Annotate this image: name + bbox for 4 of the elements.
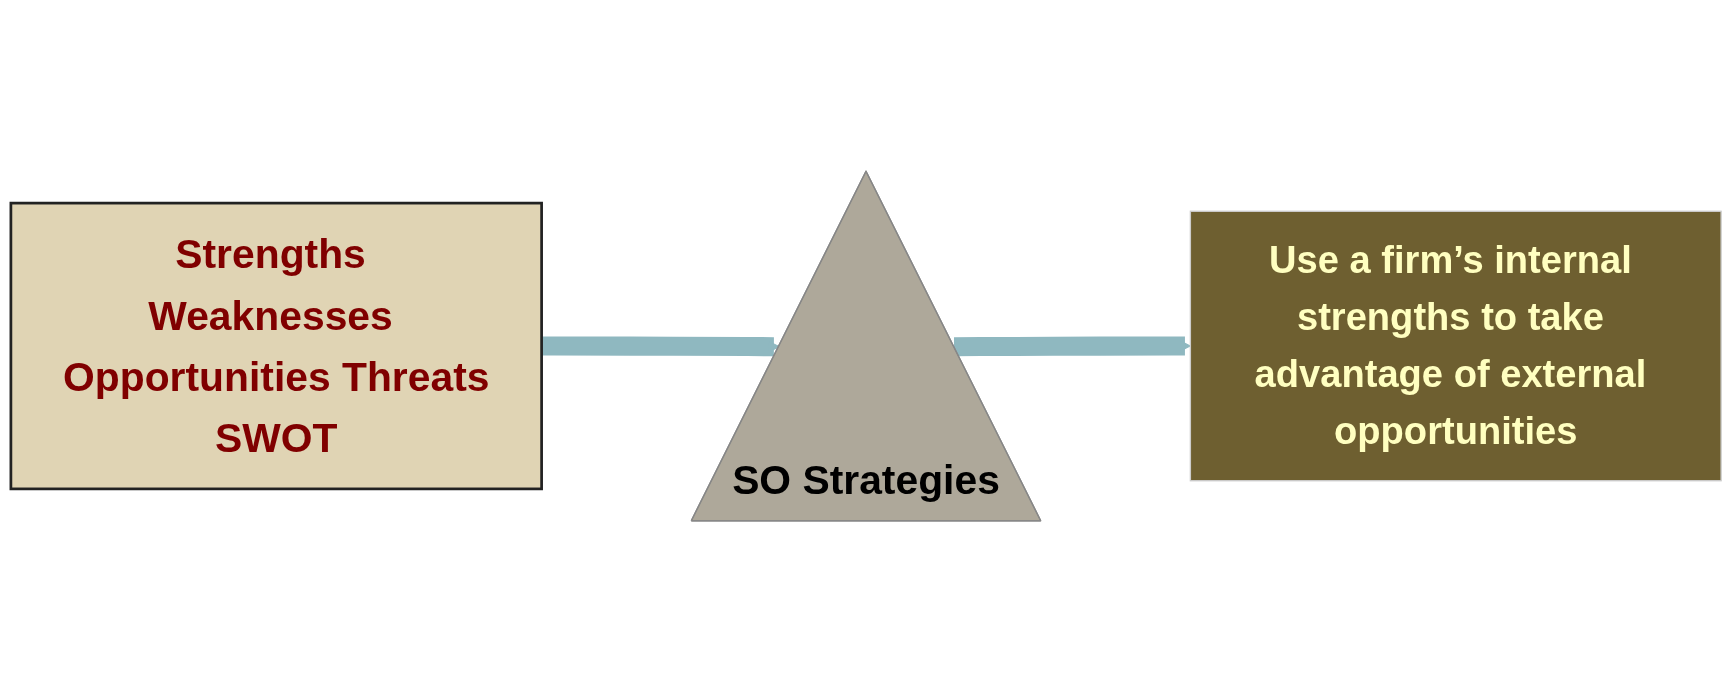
arrow xyxy=(954,336,1191,357)
node-box: Strengths Weaknesses Opportunities Threats SWOT xyxy=(9,201,543,491)
arrow xyxy=(541,336,780,357)
node-box: Use a firm’s internal strengths to take advantage of external opportunities xyxy=(1189,210,1722,482)
